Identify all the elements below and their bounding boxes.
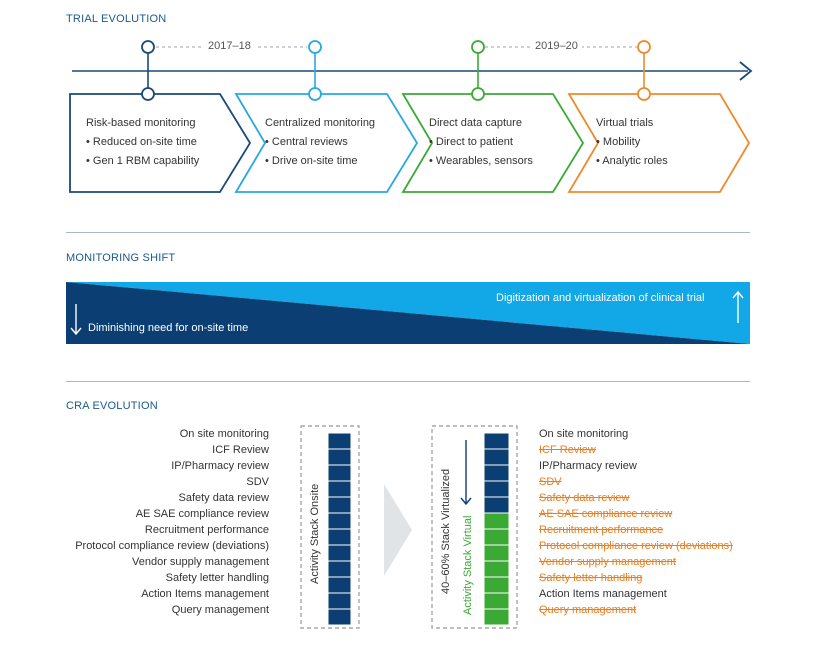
stage-3-title: Direct data capture	[429, 117, 522, 129]
virtualized-cell	[483, 592, 510, 610]
onsite-stack-frame	[300, 425, 360, 629]
stage-1-bullet-1: • Reduced on-site time	[86, 136, 197, 148]
onsite-activity-item: Protocol compliance review (deviations)	[75, 540, 269, 552]
virtual-activity-item: Query management	[539, 604, 637, 616]
onsite-stack	[327, 432, 352, 626]
stage-2-text: Centralized monitoring • Central reviews…	[265, 114, 375, 171]
monitoring-shift-graphic	[66, 282, 750, 344]
onsite-stack-cell	[327, 560, 352, 578]
stage-pin-1	[141, 40, 155, 101]
onsite-activity-list: On site monitoring ICF Review IP/Pharmac…	[40, 426, 269, 618]
cra-evolution-title: CRA EVOLUTION	[66, 400, 158, 412]
onsite-stack-cell	[327, 608, 352, 626]
remaining-onsite-cell	[483, 480, 510, 498]
stage-1-text: Risk-based monitoring • Reduced on-site …	[86, 114, 199, 171]
virtual-stack-frame	[431, 425, 518, 629]
remaining-onsite-cell	[483, 432, 510, 450]
onsite-stack-cell	[327, 432, 352, 450]
onsite-activity-item: SDV	[246, 476, 269, 488]
down-arrow-icon	[70, 304, 82, 336]
stage-chevron-4	[567, 93, 751, 193]
stage-3-bullet-1: • Direct to patient	[429, 136, 513, 148]
virtualized-cell	[483, 528, 510, 546]
virtualized-cell	[483, 560, 510, 578]
stage-4-title: Virtual trials	[596, 117, 654, 129]
stage-2-title: Centralized monitoring	[265, 117, 376, 129]
virtual-activity-item: AE SAE compliance review	[539, 508, 673, 520]
onsite-label: Diminishing need for on-site time	[88, 322, 249, 334]
stage-4-text: Virtual trials • Mobility • Analytic rol…	[596, 114, 668, 171]
stage-pin-3	[471, 40, 485, 101]
virtual-activity-item: IP/Pharmacy review	[539, 460, 637, 472]
stage-2-bullet-1: • Central reviews	[265, 136, 348, 148]
stage-1-bullet-2: • Gen 1 RBM capability	[86, 155, 200, 167]
stage-1-title: Risk-based monitoring	[86, 117, 196, 129]
onsite-wedge	[66, 282, 750, 344]
onsite-stack-cell	[327, 592, 352, 610]
onsite-activity-item: On site monitoring	[179, 428, 269, 440]
timeline-diagram	[69, 40, 753, 193]
stage-2-bullet-2: • Drive on-site time	[265, 155, 358, 167]
onsite-stack-cell	[327, 544, 352, 562]
stage-pin-4	[637, 40, 651, 101]
stage-3-bullet-2: • Wearables, sensors	[429, 155, 533, 167]
onsite-activity-item: Recruitment performance	[144, 524, 269, 536]
virtual-activity-item: SDV	[539, 476, 562, 488]
section-divider-2	[66, 381, 750, 382]
virtual-activity-item: Action Items management	[539, 588, 667, 600]
activity-stacks	[300, 425, 518, 629]
onsite-activity-item: Safety data review	[178, 492, 270, 504]
stage-chevron-1	[69, 93, 252, 193]
onsite-activity-item: Vendor supply management	[132, 556, 269, 568]
virtualized-cell	[483, 512, 510, 530]
onsite-activity-item: Query management	[171, 604, 269, 616]
remaining-onsite-cell	[483, 448, 510, 466]
virtual-activity-item: Safety data review	[539, 492, 630, 504]
era-label-1: 2017–18	[204, 40, 255, 52]
onsite-stack-cell	[327, 528, 352, 546]
stack-virtual-label: Activity Stack Virtual	[462, 515, 474, 615]
stage-chevron-2	[234, 93, 419, 193]
virtualized-cell	[483, 576, 510, 594]
onsite-stack-cell	[327, 512, 352, 530]
stage-3-text: Direct data capture • Direct to patient …	[429, 114, 533, 171]
virtual-activity-item: Safety letter handling	[539, 572, 643, 584]
onsite-stack-cell	[327, 448, 352, 466]
virtual-activity-item: Protocol compliance review (deviations)	[539, 540, 733, 552]
virtualization-label: Digitization and virtualization of clini…	[496, 292, 705, 304]
virtualized-cell	[483, 544, 510, 562]
stack-virtualized-label: 40–60% Stack Virtualized	[440, 468, 452, 594]
virtual-activity-item: ICF Review	[539, 444, 596, 456]
monitoring-shift-title: MONITORING SHIFT	[66, 252, 176, 264]
timeline-arrowhead	[739, 61, 753, 81]
onsite-stack-cell	[327, 480, 352, 498]
onsite-activity-item: IP/Pharmacy review	[171, 460, 269, 472]
stack-transition-chevron	[384, 484, 412, 576]
stage-pin-2	[308, 40, 322, 101]
onsite-activity-item: AE SAE compliance review	[135, 508, 269, 520]
era-label-2: 2019–20	[531, 40, 582, 52]
onsite-stack-cell	[327, 576, 352, 594]
stage-4-bullet-2: • Analytic roles	[596, 155, 668, 167]
virtualization-down-arrow-icon	[460, 440, 472, 506]
stage-chevron-3	[401, 93, 585, 193]
trial-evolution-title: TRIAL EVOLUTION	[66, 13, 167, 25]
onsite-activity-item: Safety letter handling	[165, 572, 269, 584]
virtual-activity-item: On site monitoring	[539, 428, 629, 440]
virtualized-cell	[483, 608, 510, 626]
onsite-stack-cell	[327, 464, 352, 482]
onsite-stack-cell	[327, 496, 352, 514]
section-divider-1	[66, 232, 750, 233]
virtual-activity-item: Recruitment performance	[539, 524, 664, 536]
stage-4-bullet-1: • Mobility	[596, 136, 641, 148]
onsite-activity-item: ICF Review	[212, 444, 269, 456]
remaining-onsite-cell	[483, 464, 510, 482]
up-arrow-icon	[732, 290, 744, 323]
virtual-stack	[483, 432, 510, 626]
onsite-activity-item: Action Items management	[141, 588, 269, 600]
virtual-activity-item: Vendor supply management	[539, 556, 676, 568]
remaining-onsite-cell	[483, 496, 510, 514]
stack-onsite-label: Activity Stack Onsite	[309, 483, 321, 584]
